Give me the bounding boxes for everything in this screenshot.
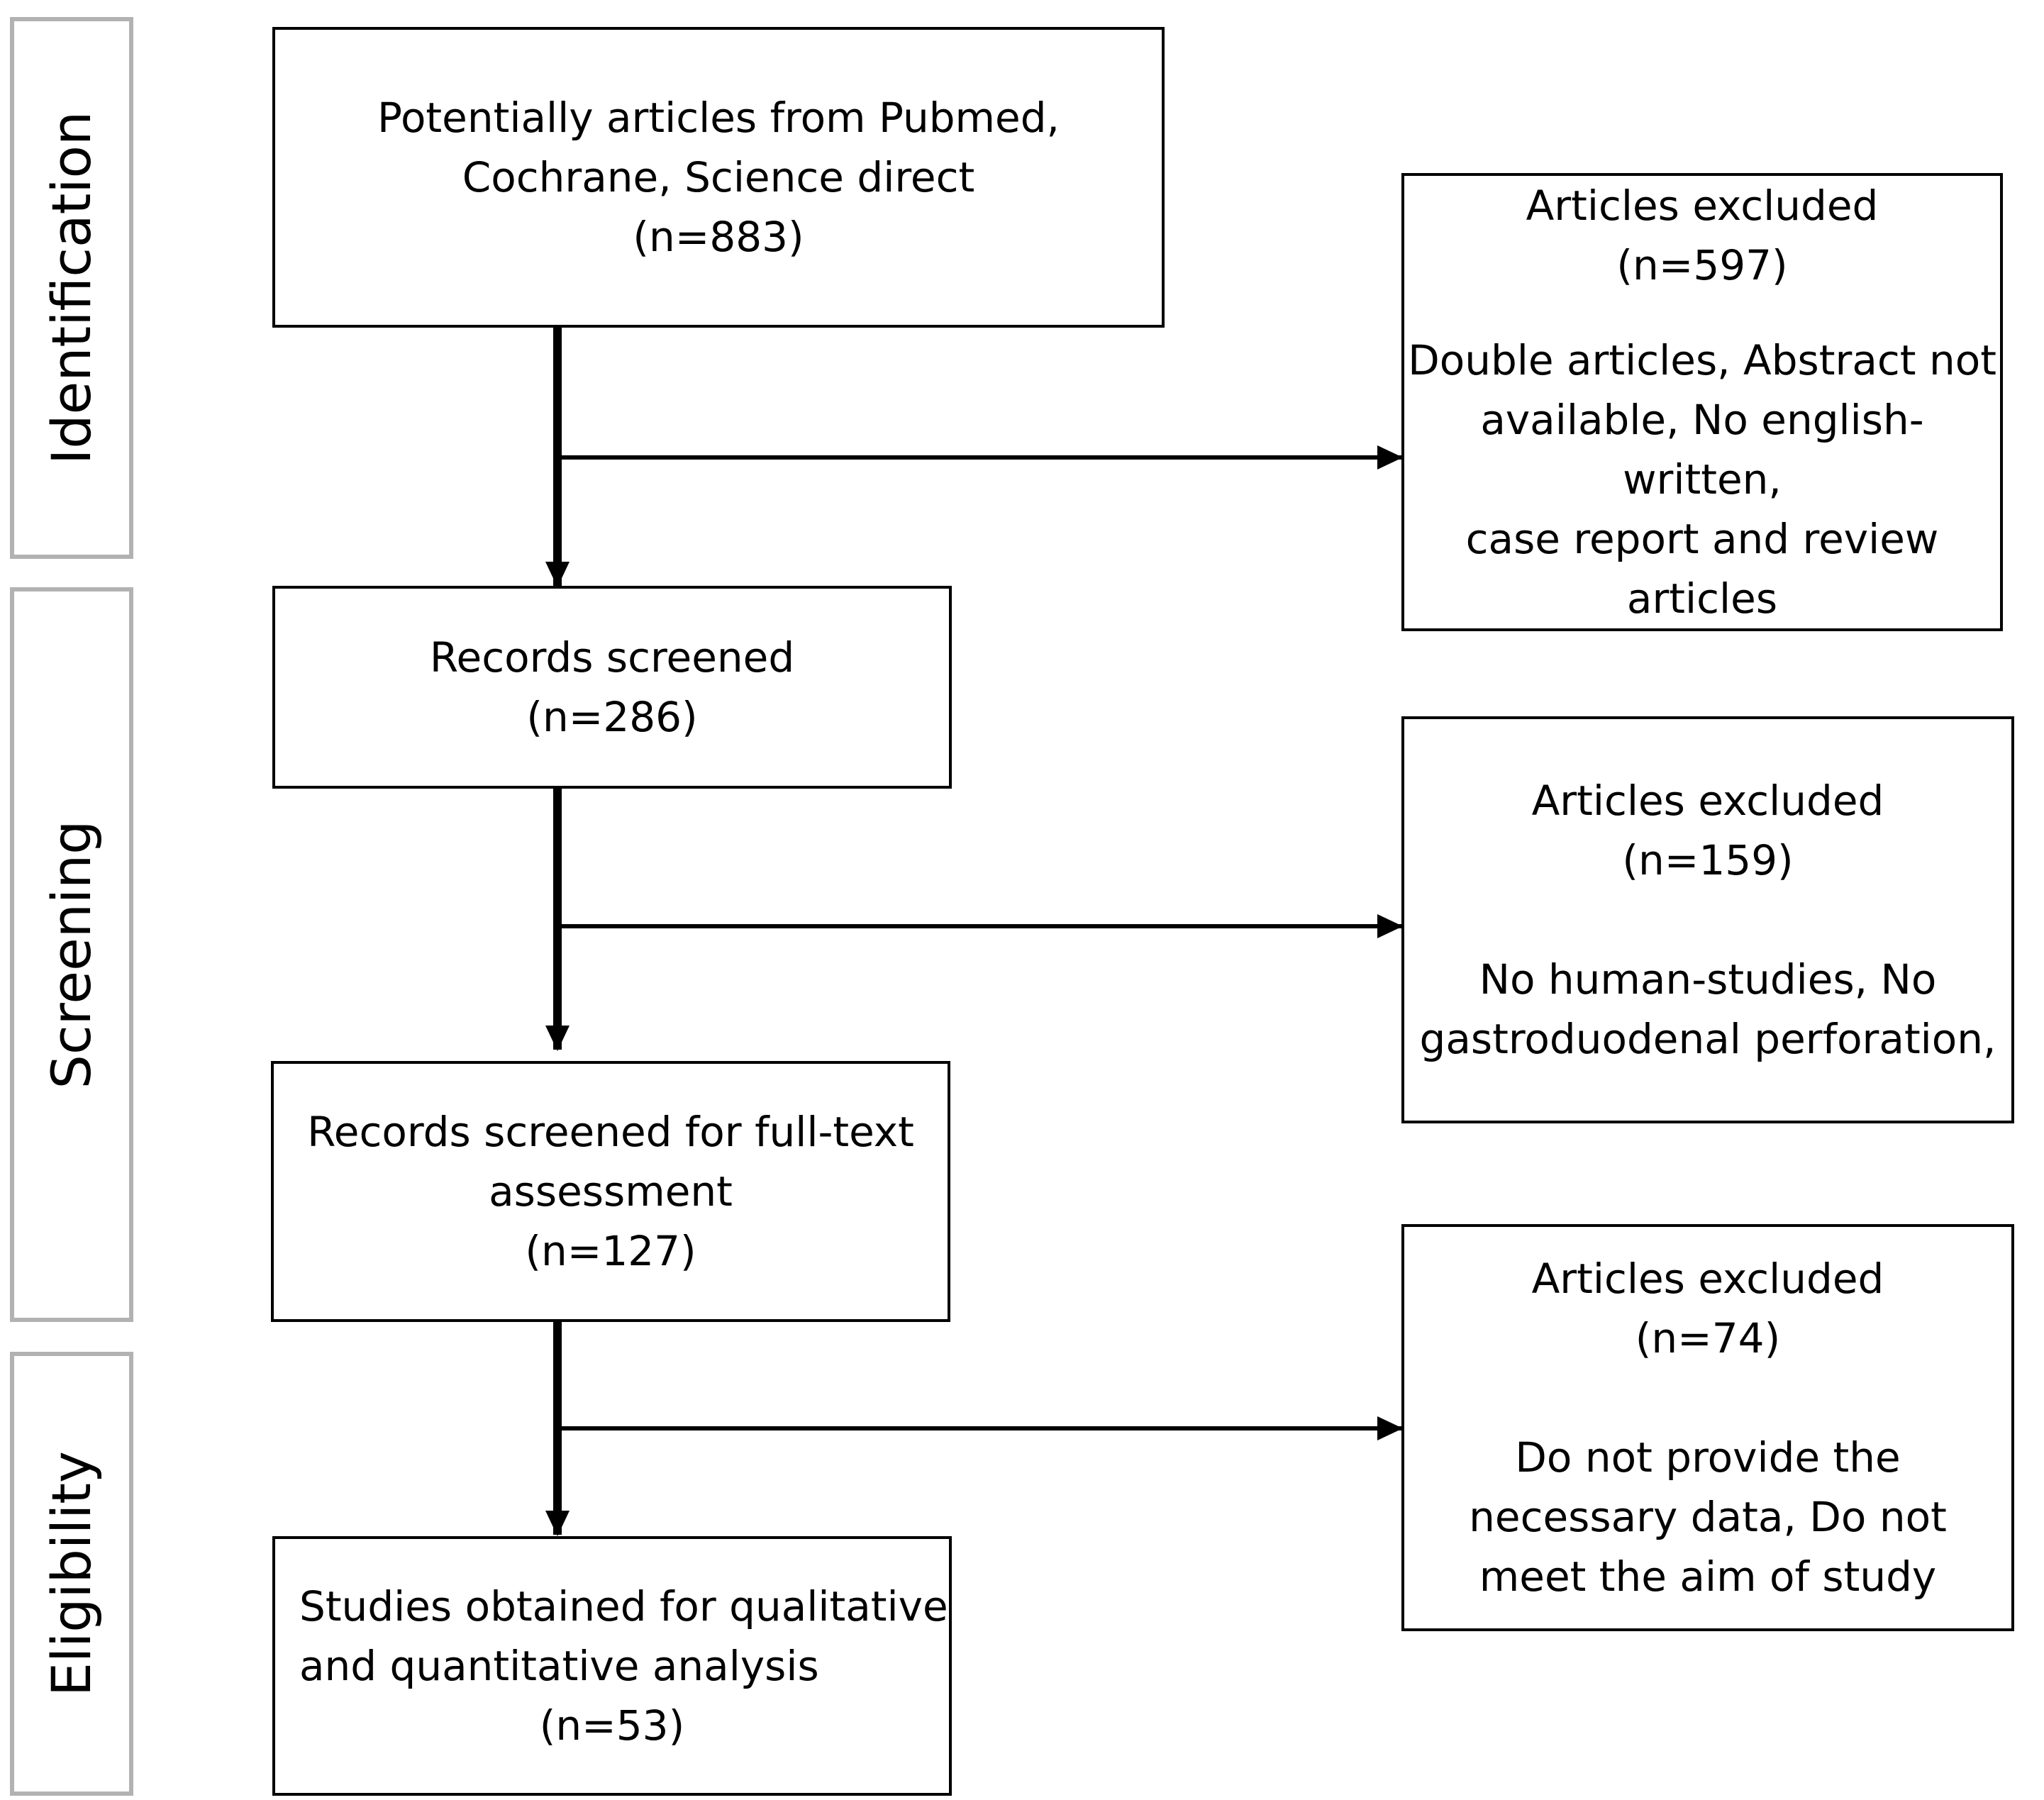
exclusion-3-title: Articles excluded (1531, 1255, 1884, 1303)
exclusion-1-reason: case report and review (1465, 515, 1939, 563)
phase-eligibility: Eligibility (10, 1352, 133, 1796)
fulltext-line1: Records screened for full-text (307, 1108, 914, 1156)
exclusion-1-title: Articles excluded (1526, 182, 1879, 230)
exclusion-box-1: Articles excluded (n=597) Double article… (1401, 173, 2003, 631)
exclusion-1-reason: articles (1626, 574, 1778, 623)
exclusion-3-reason: Do not provide the (1515, 1433, 1901, 1482)
exclusion-3-reason: necessary data, Do not (1469, 1493, 1947, 1541)
included-line1: Studies obtained for qualitative (299, 1582, 948, 1630)
fulltext-line2: assessment (489, 1167, 733, 1216)
exclusion-1-reason: available, No english-written, (1480, 396, 1924, 504)
potential-count: (n=883) (633, 213, 804, 261)
included-count: (n=53) (539, 1701, 685, 1750)
exclusion-2-title: Articles excluded (1531, 777, 1884, 825)
exclusion-box-3: Articles excluded (n=74) Do not provide … (1401, 1224, 2014, 1631)
exclusion-1-count: (n=597) (1616, 241, 1788, 289)
screened-count: (n=286) (526, 693, 698, 741)
potential-line2: Cochrane, Science direct (462, 153, 975, 201)
included-studies-box: Studies obtained for qualitative and qua… (272, 1536, 952, 1796)
exclusion-2-count: (n=159) (1622, 836, 1794, 884)
fulltext-count: (n=127) (525, 1227, 696, 1275)
potential-line1: Potentially articles from Pubmed, (377, 94, 1060, 142)
phase-identification: Identification (10, 17, 133, 559)
exclusion-3-reason: meet the aim of study (1479, 1552, 1937, 1601)
fulltext-assessment-box: Records screened for full-text assessmen… (271, 1061, 950, 1322)
exclusion-2-reason: gastroduodenal perforation, (1419, 1015, 1996, 1063)
phase-screening: Screening (10, 587, 133, 1322)
exclusion-3-count: (n=74) (1635, 1314, 1781, 1362)
potential-articles-box: Potentially articles from Pubmed, Cochra… (272, 27, 1165, 328)
included-line2: and quantitative analysis (299, 1642, 819, 1690)
records-screened-box: Records screened (n=286) (272, 586, 952, 789)
exclusion-1-reason: Double articles, Abstract not (1408, 336, 1996, 384)
exclusion-box-2: Articles excluded (n=159) No human-studi… (1401, 716, 2014, 1123)
exclusion-2-reason: No human-studies, No (1479, 955, 1937, 1004)
screened-line1: Records screened (429, 633, 795, 682)
